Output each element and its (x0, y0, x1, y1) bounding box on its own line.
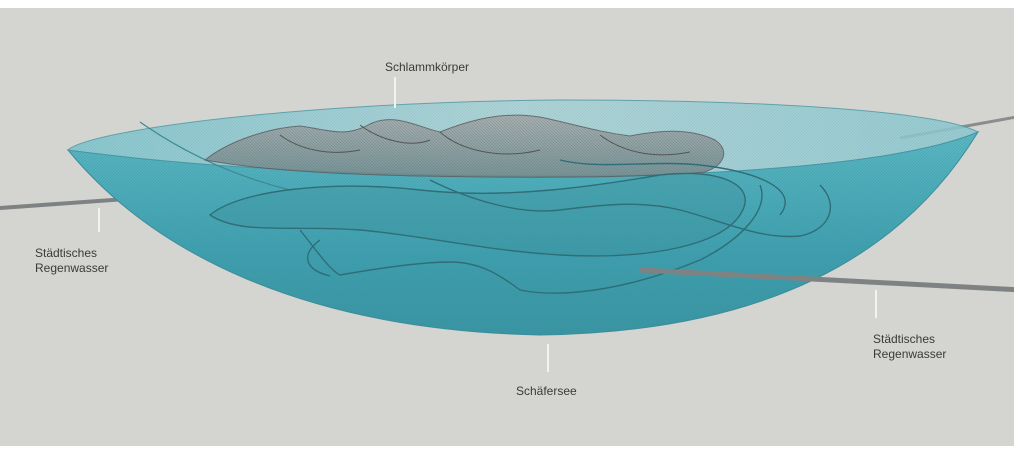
label-sludge-body: Schlammkörper (385, 60, 469, 75)
frame-right (1014, 0, 1022, 451)
label-stormwater-right-line1: Städtisches (873, 332, 946, 347)
label-lake: Schäfersee (516, 384, 577, 399)
label-stormwater-left-line1: Städtisches (35, 246, 108, 261)
label-stormwater-right-line2: Regenwasser (873, 347, 946, 362)
label-stormwater-left: Städtisches Regenwasser (35, 246, 108, 276)
frame-bottom (0, 446, 1022, 451)
label-stormwater-right: Städtisches Regenwasser (873, 332, 946, 362)
label-stormwater-left-line2: Regenwasser (35, 261, 108, 276)
frame-top (0, 0, 1022, 8)
